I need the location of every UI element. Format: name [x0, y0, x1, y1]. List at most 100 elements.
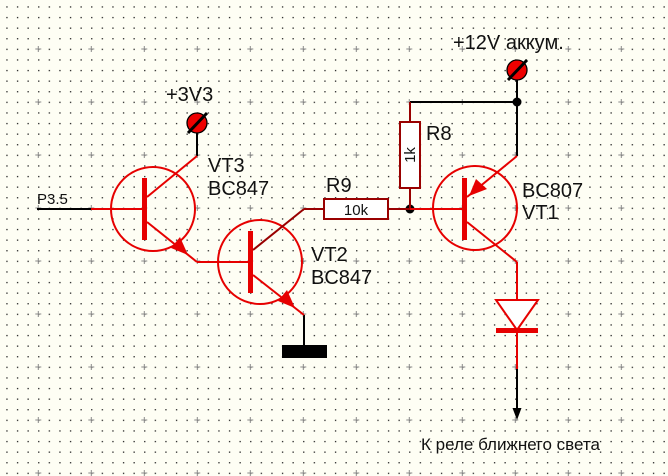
collector-lead [252, 208, 305, 251]
grid-plus-marker [618, 46, 625, 52]
transistor-vt1[interactable] [410, 155, 518, 300]
grid-plus-marker [353, 470, 360, 476]
grid-plus-marker [141, 152, 148, 158]
collector-lead [466, 221, 518, 263]
label-vt2-ref: VT2 [311, 244, 348, 266]
label-vt1-ref: VT1 [522, 202, 559, 224]
grid-plus-marker [247, 46, 254, 52]
grid-plus-marker [406, 311, 413, 317]
grid-plus-marker [35, 417, 42, 423]
grid-plus-marker [565, 417, 572, 423]
grid-plus-marker [194, 470, 201, 476]
grid-plus-marker [247, 311, 254, 317]
resistor-r8[interactable] [399, 121, 421, 209]
grid-plus-marker [141, 311, 148, 317]
grid-plus-marker [247, 205, 254, 211]
grid-plus-marker [88, 258, 95, 264]
grid-plus-marker [406, 417, 413, 423]
grid-plus-marker [247, 417, 254, 423]
diode-triangle-icon [494, 299, 540, 332]
label-12v: +12V аккум. [453, 32, 564, 54]
grid-plus-marker [88, 311, 95, 317]
grid-plus-marker [353, 152, 360, 158]
label-vt3-part: BC847 [208, 178, 269, 200]
grid-plus-marker [618, 470, 625, 476]
grid-plus-marker [300, 417, 307, 423]
emitter-lead [252, 274, 305, 316]
grid-plus-marker [459, 311, 466, 317]
grid-plus-marker [565, 470, 572, 476]
base-bar [462, 178, 467, 240]
grid-plus-marker [459, 417, 466, 423]
grid-plus-marker [247, 364, 254, 370]
grid-plus-marker [300, 99, 307, 105]
grid-plus-marker [459, 364, 466, 370]
grid-plus-marker [194, 417, 201, 423]
grid-plus-marker [406, 258, 413, 264]
grid-plus-marker [618, 205, 625, 211]
transistor-vt3[interactable] [91, 155, 198, 263]
terminal-3v3[interactable] [186, 111, 209, 135]
grid-plus-marker [300, 364, 307, 370]
grid-plus-marker [300, 470, 307, 476]
grid-plus-marker [141, 470, 148, 476]
grid-plus-marker [565, 364, 572, 370]
grid-plus-marker [618, 152, 625, 158]
grid-plus-marker [141, 417, 148, 423]
output-arrow-icon [512, 408, 522, 420]
grid-plus-marker [353, 364, 360, 370]
junction-dot-12v [512, 97, 522, 107]
grid-plus-marker [618, 311, 625, 317]
grid-plus-marker [300, 46, 307, 52]
grid-plus-marker [141, 364, 148, 370]
grid-plus-marker [35, 470, 42, 476]
grid-plus-marker [247, 470, 254, 476]
grid-plus-marker [618, 258, 625, 264]
base-bar [248, 231, 253, 293]
grid-plus-marker [512, 470, 519, 476]
grid-plus-marker [565, 205, 572, 211]
grid-plus-marker [194, 364, 201, 370]
label-p3-5: P3.5 [37, 191, 68, 208]
grid-plus-marker [88, 417, 95, 423]
transistor-body [217, 219, 303, 305]
grid-plus-marker [353, 46, 360, 52]
label-output: К реле ближнего света [421, 435, 601, 454]
grid-plus-marker [618, 364, 625, 370]
terminal-slash [506, 58, 529, 82]
collector-lead [146, 155, 198, 198]
transistor-vt2[interactable] [217, 208, 305, 316]
grid-plus-marker [247, 152, 254, 158]
grid-plus-marker [406, 364, 413, 370]
grid-plus-marker [88, 152, 95, 158]
grid-plus-marker [512, 46, 519, 52]
terminal-12v[interactable] [506, 58, 529, 82]
grid-plus-marker [141, 46, 148, 52]
grid-plus-marker [247, 99, 254, 105]
grid-plus-marker [353, 99, 360, 105]
grid-plus-marker [565, 311, 572, 317]
base-bar [142, 178, 147, 240]
label-vt2-part: BC847 [311, 267, 372, 289]
label-r8-value: 1k [402, 147, 419, 163]
grid-plus-marker [88, 46, 95, 52]
grid-plus-marker [194, 311, 201, 317]
grid-plus-marker [88, 364, 95, 370]
label-r9-ref: R9 [326, 175, 352, 197]
grid-plus-marker [353, 258, 360, 264]
diode-d1[interactable] [494, 299, 540, 369]
grid-plus-marker [459, 470, 466, 476]
grid-plus-marker [353, 311, 360, 317]
transistor-body [432, 165, 518, 251]
grid-plus-marker [300, 152, 307, 158]
label-r9-value: 10k [344, 202, 369, 219]
grid-plus-marker [406, 46, 413, 52]
grid-plus-marker [88, 470, 95, 476]
resistor-r9[interactable] [304, 198, 410, 220]
grid-plus-marker [194, 99, 201, 105]
ground-symbol[interactable] [282, 345, 327, 358]
label-r8-ref: R8 [426, 123, 452, 145]
grid-plus-marker [88, 99, 95, 105]
